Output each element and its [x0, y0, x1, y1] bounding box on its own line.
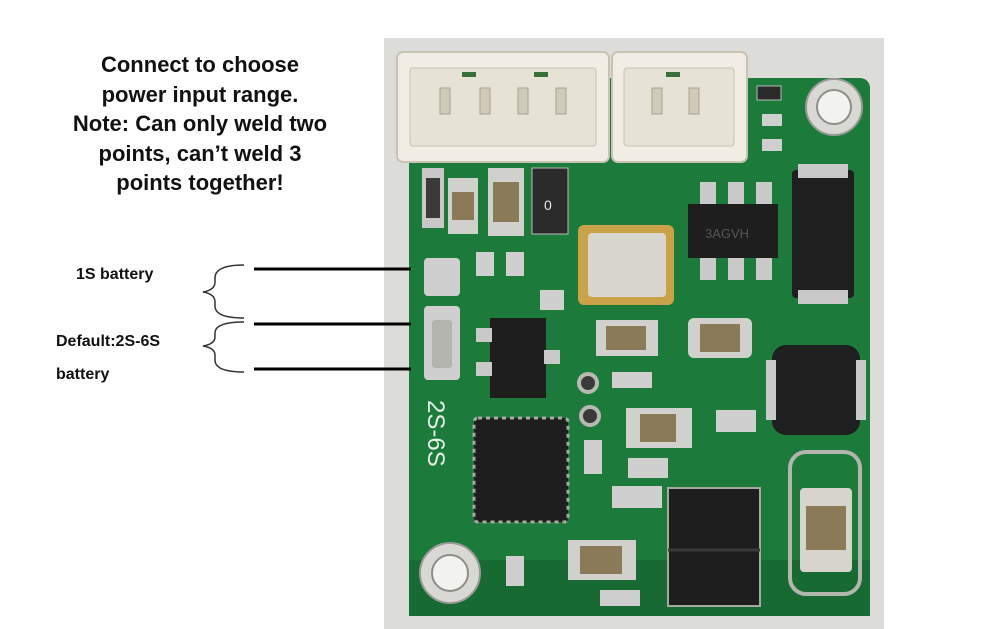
caption-line-5: points together! [116, 170, 284, 195]
caption-line-2: power input range. [101, 81, 299, 107]
capacitor-4: 0 [531, 167, 569, 235]
label-default-battery: battery [56, 366, 110, 383]
brace-default [202, 321, 245, 373]
mounting-hole-top-right [805, 78, 863, 136]
capacitor-5 [596, 320, 658, 356]
connector-4pin [396, 51, 610, 163]
inductor [766, 345, 866, 435]
solder-jumper [424, 258, 460, 380]
instruction-caption: Connect to choose power input range. Not… [40, 50, 360, 198]
silkscreen-label: 2S-6S [422, 400, 449, 467]
capacitor-6 [688, 318, 752, 358]
mosfet-chip [667, 487, 761, 607]
caption-line-3: Note: Can only weld two [72, 111, 328, 136]
mounting-hole-bottom-left [419, 542, 481, 604]
capacitor-3 [488, 168, 524, 236]
regulator-chip: 3AGVH [688, 182, 778, 280]
caption-line-4: points, can’t weld 3 [98, 140, 302, 166]
capacitor-2 [448, 178, 478, 234]
capacitor-8 [568, 540, 636, 580]
fuse [788, 450, 862, 596]
connector-2pin [611, 51, 748, 163]
cap-marking: 0 [544, 197, 552, 213]
chip-marking: 3AGVH [705, 226, 749, 241]
brace-1s [202, 264, 245, 319]
sot-chip [476, 318, 560, 398]
diode [792, 164, 854, 304]
via-2 [579, 405, 601, 427]
label-default-2s-6s: Default:2S-6S [56, 333, 161, 350]
label-1s-battery: 1S battery [76, 266, 154, 283]
capacitor-1 [422, 168, 444, 228]
via-1 [577, 372, 599, 394]
crystal-oscillator [578, 225, 674, 305]
qfn-chip [472, 416, 570, 524]
caption-line-1: Connect to choose [100, 52, 299, 77]
capacitor-7 [626, 408, 692, 448]
